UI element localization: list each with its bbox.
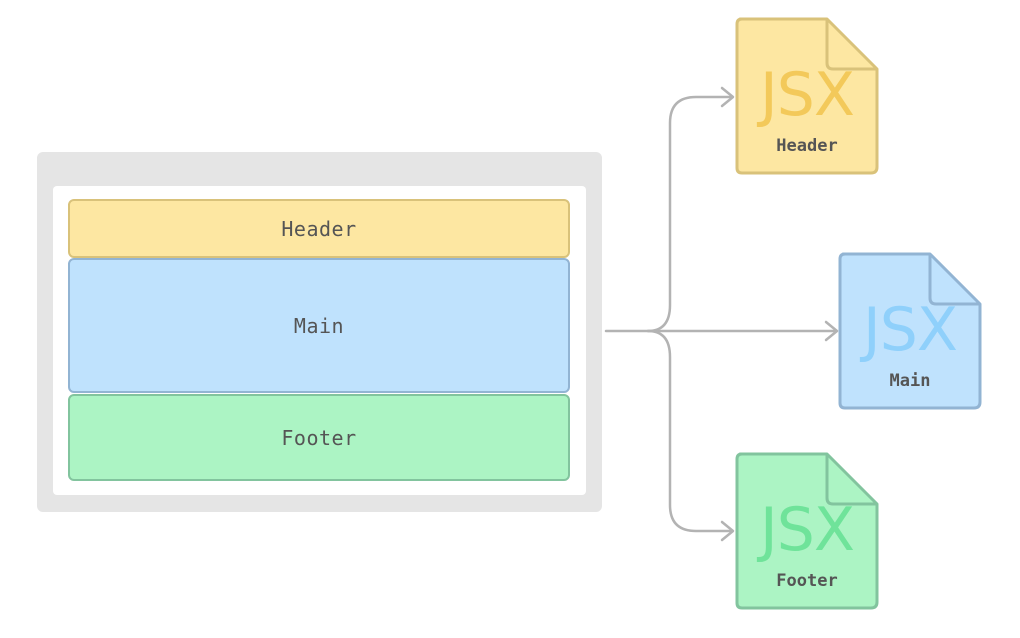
arrowhead-header (720, 86, 735, 108)
layout-header-label: Header (281, 216, 357, 241)
arrowhead-main (824, 320, 839, 342)
file-main-badge: JSX (863, 295, 958, 365)
layout-footer-section: Footer (68, 394, 570, 481)
arrowhead-footer (720, 520, 735, 542)
page-layout-canvas: Header Main Footer (53, 186, 586, 495)
file-header-badge: JSX (760, 60, 855, 130)
file-footer-badge: JSX (760, 495, 855, 565)
arrow-branch-footer (646, 329, 734, 533)
layout-header-section: Header (68, 199, 570, 258)
file-footer-icon: JSX Footer (735, 452, 879, 610)
arrow-branch-header (646, 95, 734, 333)
file-header-icon: JSX Header (735, 17, 879, 175)
file-main-icon: JSX Main (838, 252, 982, 410)
layout-main-section: Main (68, 258, 570, 393)
layout-footer-label: Footer (281, 425, 357, 450)
layout-main-label: Main (293, 313, 345, 338)
file-header-name: Header (776, 136, 838, 156)
file-main-name: Main (889, 371, 931, 391)
file-footer-name: Footer (776, 571, 838, 591)
page-layout-frame: Header Main Footer (37, 152, 602, 512)
